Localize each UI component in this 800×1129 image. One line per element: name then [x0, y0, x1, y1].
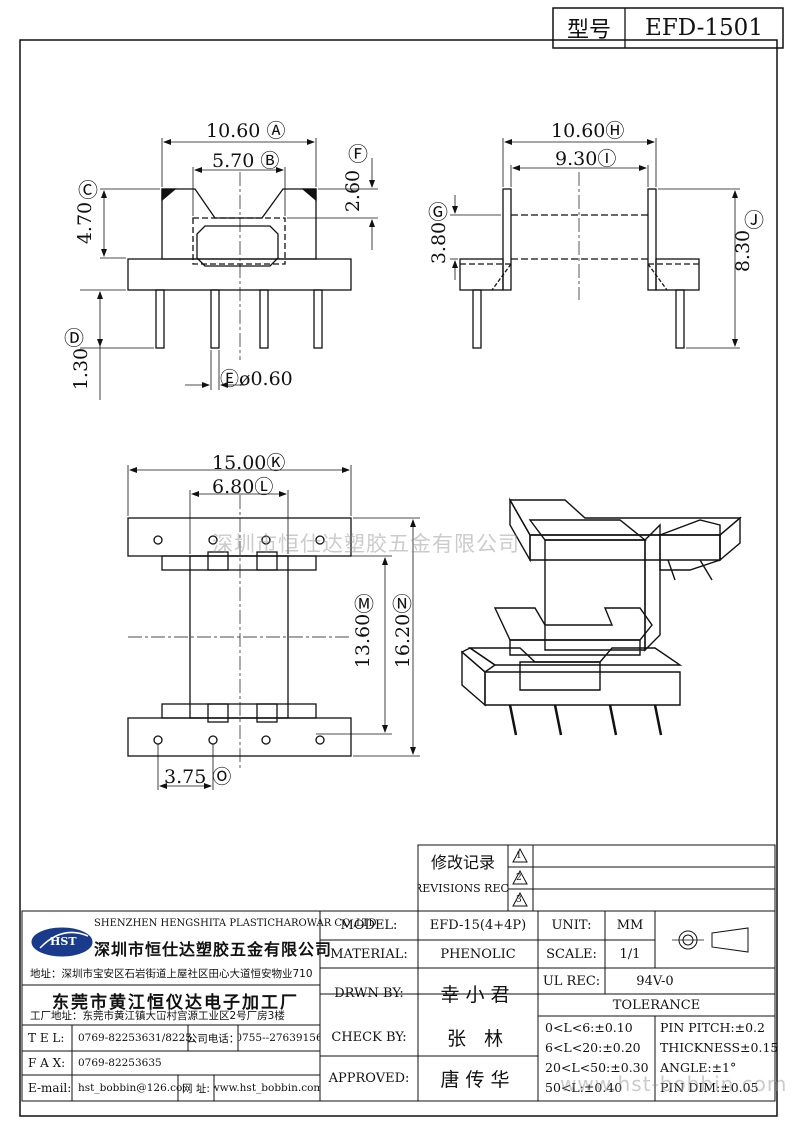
company-address: 地址：深圳市宝安区石岩街道上屋社区田心大道恒安物业710 [30, 968, 313, 980]
angle-tolerance: ANGLE:±1° [660, 1060, 737, 1075]
bottom-view [127, 495, 352, 770]
company-name-en: SHENZHEN HENGSHITA PLASTICHAROWAR CO.,LT… [94, 918, 377, 929]
tolerance-title: TOLERANCE [612, 997, 701, 1013]
model-field-label: MODEL: [340, 918, 398, 933]
pin-dim-tolerance: PIN DIM:±0.05 [660, 1080, 759, 1095]
material-label: MATERIAL: [330, 946, 408, 962]
material-value: PHENOLIC [440, 946, 516, 962]
revision-mark-1: 1 [516, 851, 522, 861]
unit-value: MM [616, 918, 644, 933]
model-field-value: EFD-15(4+4P) [429, 918, 527, 933]
unit-label: UNIT: [551, 918, 592, 933]
dim-d-value: 1.30 [70, 347, 93, 391]
ul-rec-label: UL REC: [542, 973, 601, 989]
dim-m-tag: Ⓜ [354, 592, 374, 616]
fax-label: F A X: [28, 1056, 66, 1070]
check-by-value: 张 林 [446, 1027, 510, 1050]
dim-c-value: 4.70 [74, 201, 97, 245]
dim-e-value: ø0.60 [239, 368, 293, 390]
sheet-border [19, 39, 778, 1117]
drawn-by-value: 幸小君 [440, 983, 516, 1006]
dim-h-tag: Ⓗ [605, 120, 625, 142]
tel-value: 0769-82253631/82253632 [78, 1032, 194, 1044]
tel-label: T E L: [28, 1031, 65, 1045]
isometric-view [460, 497, 742, 736]
fax-value: 0769-82253635 [78, 1057, 162, 1069]
front-view [127, 172, 352, 360]
dim-b-value: 5.70 [212, 150, 255, 172]
web-label: 网 址: [182, 1082, 210, 1095]
dim-i-value: 9.30 [555, 148, 598, 170]
company-name-cn: 深圳市恒仕达塑胶五金有限公司 [94, 940, 333, 959]
dim-o-tag: Ⓞ [212, 766, 232, 788]
factory-address: 工厂地址：东莞市黄江镇大冚村宫源工业区2号厂房3楼 [30, 1010, 285, 1022]
email-value: hst_bobbin@126.com [78, 1082, 184, 1094]
tolerance-range-2: 6<L<20:±0.20 [545, 1040, 641, 1055]
dim-l-tag: Ⓛ [254, 476, 274, 498]
tolerance-range-3: 20<L<50:±0.30 [545, 1060, 649, 1075]
ul-rec-value: 94V-0 [636, 973, 674, 989]
approved-value: 唐传华 [440, 1069, 516, 1091]
company-phone-value: 0755--27639156 [238, 1032, 320, 1044]
tolerance-range-4: 50<L:±0.40 [545, 1080, 623, 1095]
company-phone-label: 公司电话： [188, 1032, 238, 1045]
scale-label: SCALE: [546, 946, 597, 962]
watermark-website: www.hst-bobbin.com [560, 1072, 788, 1096]
revision-mark-3: 3 [516, 895, 522, 905]
revisions-title-cn: 修改记录 [430, 853, 495, 872]
drawn-by-label: DRWN BY: [334, 985, 404, 1001]
pin-pitch-tolerance: PIN PITCH:±0.2 [660, 1020, 765, 1035]
dim-o-value: 3.75 [164, 766, 207, 788]
dim-a-tag: Ⓐ [266, 120, 286, 142]
dim-f-value: 2.60 [342, 169, 365, 213]
dim-b-tag: Ⓑ [260, 150, 280, 172]
dim-j-tag: Ⓙ [744, 208, 764, 232]
dim-n-value: 16.20 [392, 613, 415, 669]
web-value: www.hst_bobbin.com [214, 1082, 320, 1094]
model-number: EFD-1501 [645, 15, 763, 41]
company-logo: HST [50, 935, 77, 948]
model-label: 型号 [566, 18, 611, 43]
dim-n-tag: Ⓝ [392, 592, 412, 616]
dim-m-value: 13.60 [352, 613, 375, 669]
title-block-grid [21, 844, 776, 1102]
thickness-tolerance: THICKNESS±0.15 [660, 1040, 779, 1055]
dim-c-tag: Ⓒ [78, 178, 98, 202]
dim-g-value: 3.80 [428, 221, 451, 265]
revisions-title-en: REVISIONS REC. [418, 881, 508, 895]
factory-name: 东莞市黄江恒仪达电子加工厂 [52, 993, 299, 1013]
dim-j-value: 8.30 [732, 229, 755, 273]
dim-i-tag: Ⓘ [597, 148, 617, 170]
check-by-label: CHECK BY: [331, 1029, 407, 1045]
dim-a-value: 10.60 [206, 120, 261, 142]
dim-l-value: 6.80 [212, 476, 255, 498]
email-label: E-mail: [28, 1081, 72, 1095]
dim-k-value: 15.00 [212, 452, 267, 474]
scale-value: 1/1 [619, 946, 641, 962]
dim-d-tag: Ⓓ [64, 326, 84, 350]
dim-h-value: 10.60 [551, 120, 606, 142]
dim-k-tag: Ⓚ [266, 452, 286, 474]
model-number-box [552, 7, 784, 49]
side-view [459, 172, 700, 349]
dim-e-tag: Ⓔ [220, 368, 240, 390]
watermark-company: 深圳市恒仕达塑胶五金有限公司 [212, 532, 520, 556]
dim-g-tag: Ⓖ [428, 200, 448, 224]
dim-f-tag: Ⓕ [348, 142, 368, 166]
revision-mark-2: 2 [516, 873, 522, 883]
approved-label: APPROVED: [328, 1071, 410, 1086]
tolerance-range-1: 0<L<6:±0.10 [545, 1020, 633, 1035]
